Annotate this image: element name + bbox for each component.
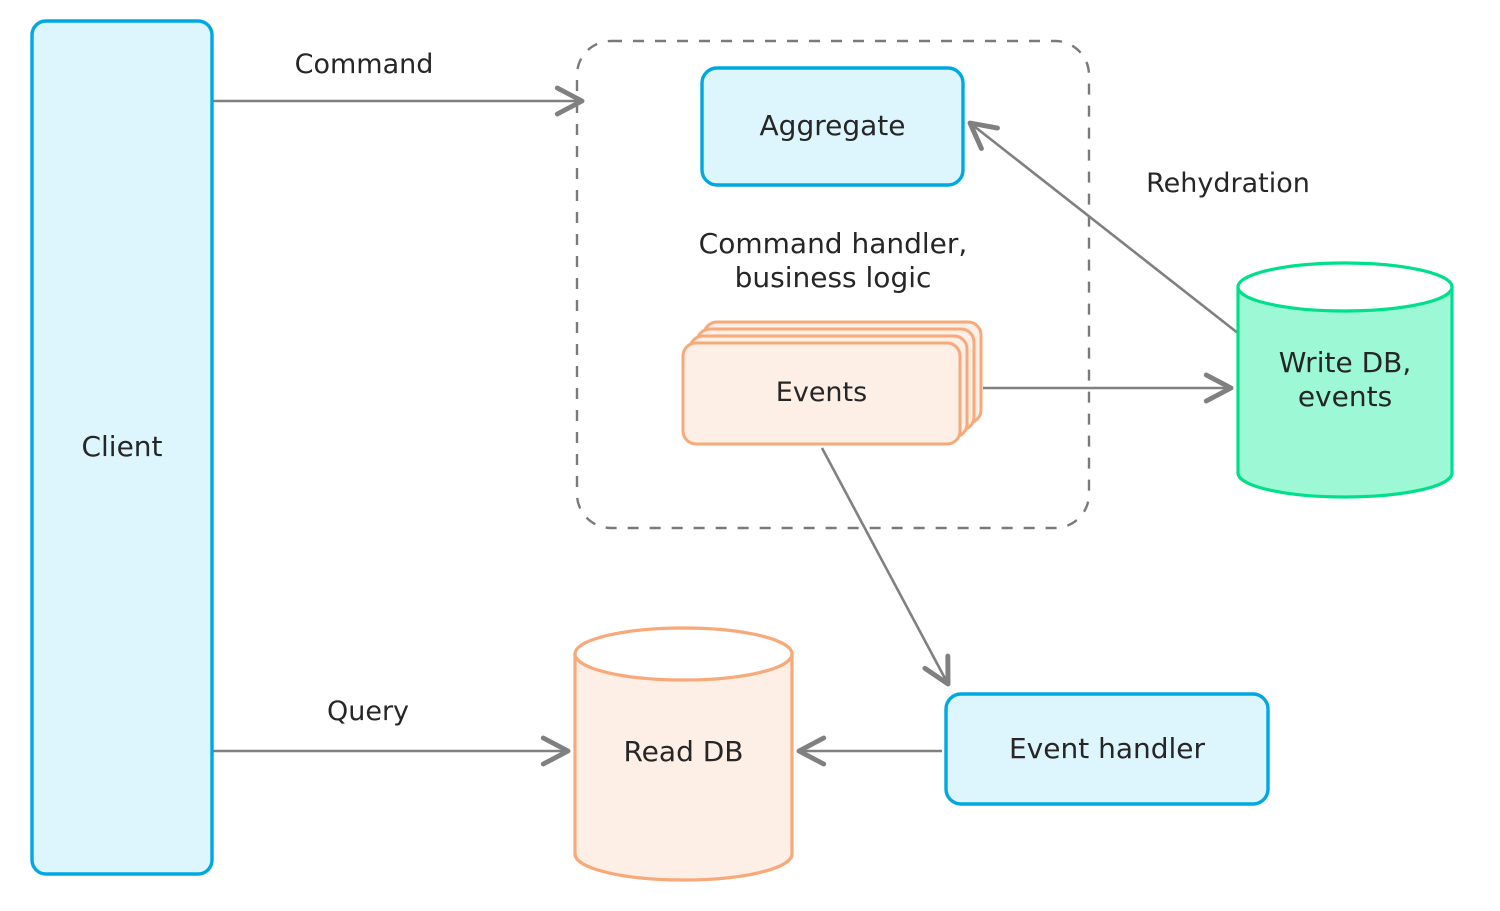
event-handler-label: Event handler [1008,731,1206,765]
command-handler-caption: Command handler, business logic [698,226,968,294]
events-label: Events [775,377,868,409]
client-label: Client [81,430,163,464]
client-box[interactable] [30,19,214,876]
edge-label-command: Command [294,48,434,80]
event-handler-box[interactable] [944,692,1270,806]
read-db-cylinder[interactable] [573,626,794,882]
write-db-cylinder[interactable] [1236,261,1454,499]
aggregate-label: Aggregate [759,109,906,143]
edge-events-to-event-handler [820,447,951,687]
read-db-label: Read DB [623,734,744,768]
aggregate-box[interactable] [700,66,965,187]
edge-writedb-to-aggregate [967,120,1249,343]
edge-label-query: Query [326,695,410,727]
events-stack[interactable] [681,320,983,446]
write-db-label: Write DB, events [1278,345,1412,413]
edge-label-rehydration: Rehydration [1146,167,1310,199]
command-side-dashed-container [575,39,1091,530]
